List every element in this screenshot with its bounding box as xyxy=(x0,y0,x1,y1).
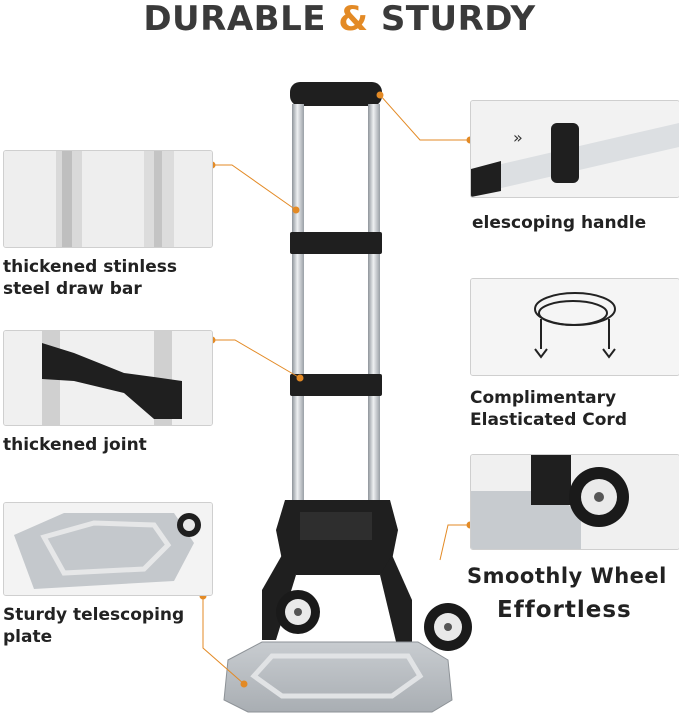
draw-bar-photo xyxy=(3,150,213,248)
handle-label: elescoping handle xyxy=(472,213,647,233)
joint-photo xyxy=(3,330,213,426)
title-part1: DURABLE xyxy=(143,0,326,39)
left-leg xyxy=(262,555,296,640)
left-tube xyxy=(292,104,304,524)
title-part2: STURDY xyxy=(380,0,536,39)
cord-label: Complimentary Elasticated Cord xyxy=(470,388,627,430)
page-title: DURABLE & STURDY xyxy=(0,0,679,40)
upper-brace xyxy=(290,232,382,254)
middle-brace xyxy=(290,374,382,396)
frame-panel xyxy=(300,512,372,540)
handle-grip xyxy=(290,82,382,106)
cord-photo xyxy=(470,278,679,376)
right-tube xyxy=(368,104,380,524)
wheel-photo xyxy=(470,454,679,550)
right-leg xyxy=(380,555,412,650)
svg-text:»: » xyxy=(513,128,523,147)
plate-photo xyxy=(3,502,213,596)
plate-label: Sturdy telescoping plate xyxy=(3,605,185,647)
wheel-label-line1: Smoothly Wheel xyxy=(467,564,667,588)
joint-label: thickened joint xyxy=(3,435,147,455)
wheel-label-line2: Effortless xyxy=(497,597,632,623)
title-ampersand: & xyxy=(338,0,369,39)
handle-photo: » xyxy=(470,100,679,198)
draw-bar-label: thickened stinless steel draw bar xyxy=(3,257,178,299)
